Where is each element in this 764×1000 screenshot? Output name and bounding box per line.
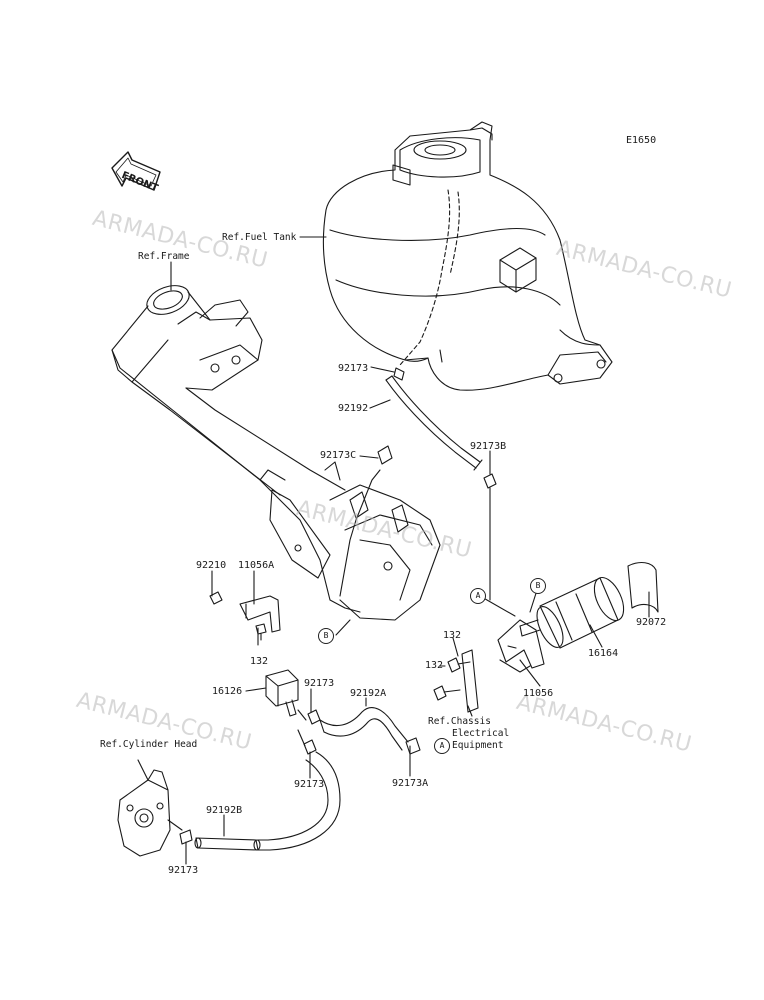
bolt-132-r2 <box>433 685 461 701</box>
part-label-92192b: 92192B <box>206 805 243 816</box>
bracket-11056a <box>239 595 281 633</box>
clamp-92173a <box>405 737 421 755</box>
ref-chassis: Ref.Chassis <box>428 716 491 727</box>
hose-92192a <box>319 707 409 751</box>
frame-drawing <box>111 285 441 621</box>
clamp-92173-low <box>303 739 317 755</box>
part-label-92192a: 92192A <box>350 688 387 699</box>
part-label-92072: 92072 <box>636 617 667 628</box>
part-label-16126: 16126 <box>212 686 243 697</box>
bolt-132-left <box>255 623 267 641</box>
chassis-strap <box>461 649 479 717</box>
ref-cylinder-head: Ref.Cylinder Head <box>100 739 198 750</box>
part-label-11056a: 11056A <box>238 560 275 571</box>
clamp-92173b <box>483 473 497 489</box>
ref-chassis-electrical: Electrical <box>452 728 510 739</box>
clamp-92173-bottom <box>179 829 193 845</box>
ref-chassis-equipment: Equipment <box>452 740 504 751</box>
callout-b: B <box>530 578 546 594</box>
clip-92173c <box>377 445 393 465</box>
diagram-code: E1650 <box>626 135 657 146</box>
part-label-11056: 11056 <box>523 688 554 699</box>
ref-fuel-tank: Ref.Fuel Tank <box>222 232 297 243</box>
part-label-92173b: 92173B <box>470 441 507 452</box>
part-label-132: 132 <box>443 630 462 641</box>
hose-92192b <box>194 837 261 851</box>
part-label-92173: 92173 <box>168 865 199 876</box>
hose-to-cylinder-head <box>257 751 341 851</box>
part-label-92192: 92192 <box>338 403 369 414</box>
callout-b: B <box>318 628 334 644</box>
clamp-92173-top <box>393 367 405 381</box>
canister-16164 <box>519 576 625 649</box>
front-arrow-icon <box>111 151 161 191</box>
part-label-16164: 16164 <box>588 648 619 659</box>
part-label-92173: 92173 <box>294 779 325 790</box>
callout-a: A <box>434 738 450 754</box>
bracket-11056 <box>497 619 545 673</box>
hose-92192 <box>385 375 483 471</box>
nut-92210 <box>209 591 223 605</box>
part-label-92173: 92173 <box>304 678 335 689</box>
part-label-92210: 92210 <box>196 560 227 571</box>
callout-a: A <box>470 588 486 604</box>
clamp-92173-mid <box>307 709 321 725</box>
part-label-132: 132 <box>250 656 269 667</box>
part-label-92173c: 92173C <box>320 450 357 461</box>
cylinder-head-drawing <box>117 759 183 857</box>
valve-16126 <box>265 669 307 747</box>
band-92072 <box>627 561 659 613</box>
part-label-92173a: 92173A <box>392 778 429 789</box>
fuel-tank-drawing <box>322 121 613 391</box>
part-label-92173: 92173 <box>338 363 369 374</box>
ref-frame: Ref.Frame <box>138 251 190 262</box>
bolt-132-r1 <box>447 657 471 673</box>
part-label-132: 132 <box>425 660 444 671</box>
